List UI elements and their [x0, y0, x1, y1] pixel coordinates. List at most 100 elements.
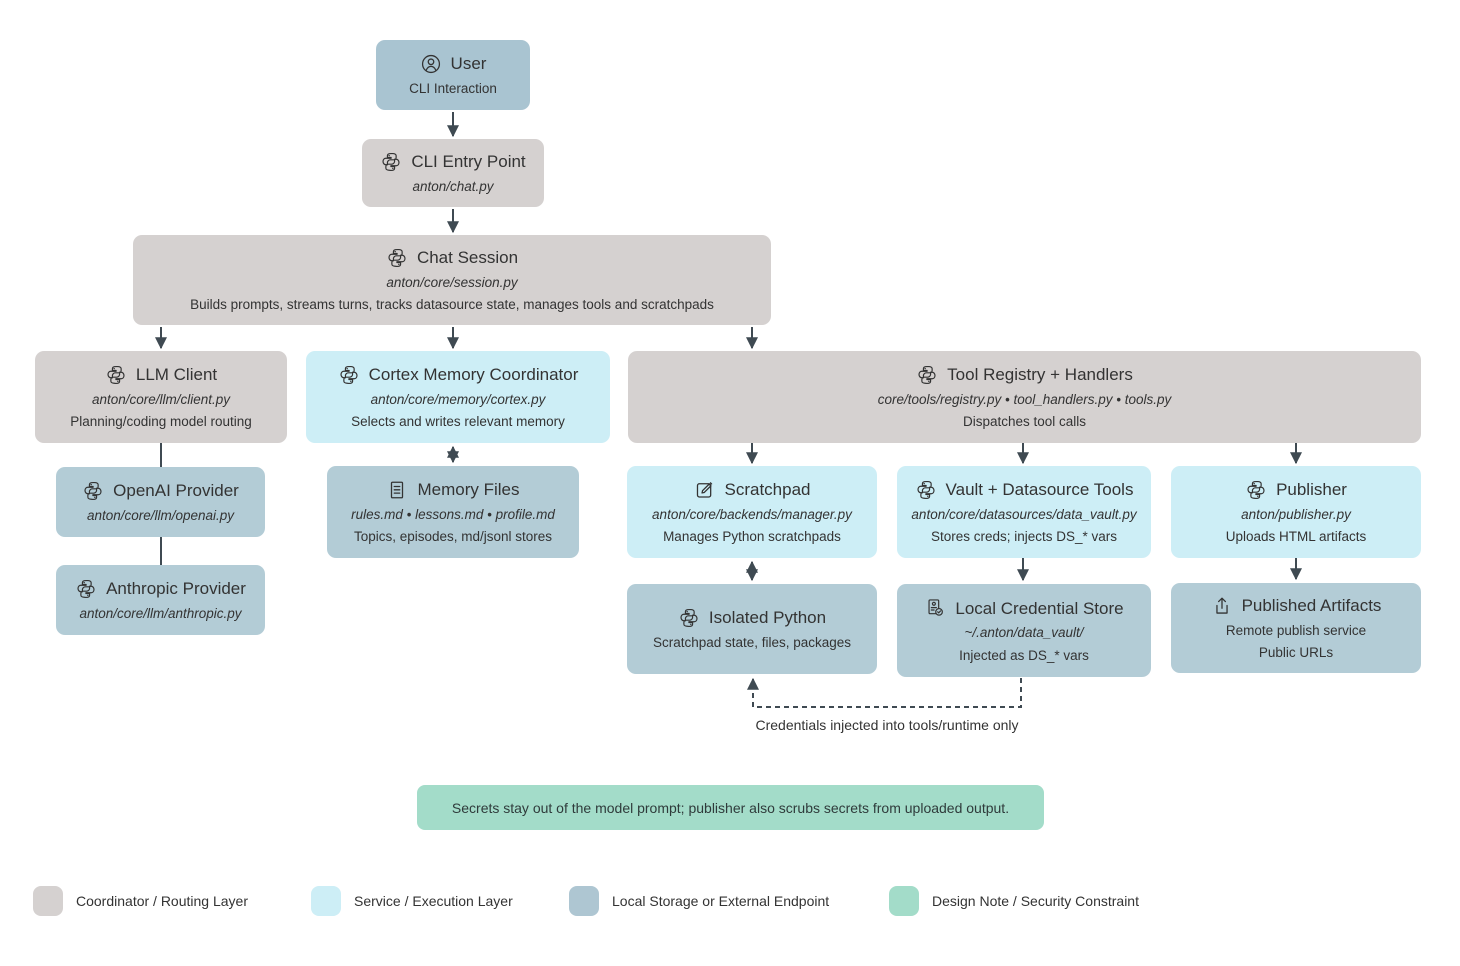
- node-title: Publisher: [1276, 480, 1347, 500]
- node-module-path: anton/core/llm/client.py: [91, 391, 231, 407]
- legend-label: Coordinator / Routing Layer: [76, 893, 248, 909]
- node-title: Local Credential Store: [955, 598, 1124, 618]
- legend-label: Local Storage or External Endpoint: [612, 893, 830, 909]
- node-registry-title-row: Tool Registry + Handlers: [916, 364, 1133, 386]
- node-title: Published Artifacts: [1241, 596, 1382, 616]
- security-note: Secrets stay out of the model prompt; pu…: [417, 785, 1044, 830]
- node-title: CLI Entry Point: [411, 152, 526, 172]
- node-module-path: anton/core/session.py: [386, 274, 518, 290]
- node-module-path: anton/core/llm/openai.py: [86, 507, 235, 523]
- id-badge-check-icon: [924, 597, 946, 619]
- node-title: Isolated Python: [708, 608, 827, 628]
- python-icon: [1245, 479, 1267, 501]
- node-description: Uploads HTML artifacts: [1225, 529, 1367, 544]
- node-scratchpad: Scratchpad anton/core/backends/manager.p…: [627, 466, 877, 558]
- python-icon: [380, 151, 402, 173]
- node-isolated-title-row: Isolated Python: [678, 607, 826, 629]
- python-icon: [338, 364, 360, 386]
- node-openai-title-row: OpenAI Provider: [82, 480, 239, 502]
- node-description: Manages Python scratchpads: [663, 529, 841, 544]
- python-icon: [678, 607, 700, 629]
- node-published-title-row: Published Artifacts: [1211, 595, 1382, 617]
- share-up-icon: [1211, 595, 1233, 617]
- node-memory-title-row: Memory Files: [386, 479, 520, 501]
- python-icon: [82, 480, 104, 502]
- legend-swatch-note: [889, 886, 919, 916]
- node-description: Builds prompts, streams turns, tracks da…: [190, 297, 714, 312]
- node-module-path: anton/core/memory/cortex.py: [370, 391, 546, 407]
- node-anthropic-provider: Anthropic Provider anton/core/llm/anthro…: [56, 565, 265, 635]
- node-chat-title-row: Chat Session: [386, 247, 518, 269]
- node-title: Tool Registry + Handlers: [947, 365, 1133, 385]
- node-title: Anthropic Provider: [106, 579, 246, 599]
- node-description: Planning/coding model routing: [70, 414, 252, 429]
- legend-swatch-storage: [569, 886, 599, 916]
- node-anthropic-title-row: Anthropic Provider: [75, 578, 246, 600]
- node-module-path: rules.md • lessons.md • profile.md: [351, 506, 555, 522]
- node-module-path: anton/core/datasources/data_vault.py: [911, 506, 1137, 522]
- node-module-path: anton/publisher.py: [1241, 506, 1351, 522]
- legend-label: Service / Execution Layer: [354, 893, 513, 909]
- node-user: User CLI Interaction: [376, 40, 530, 110]
- node-local-credential-store: Local Credential Store ~/.anton/data_vau…: [897, 584, 1151, 677]
- node-title: LLM Client: [135, 365, 218, 385]
- node-title: Scratchpad: [724, 480, 811, 500]
- node-title: Cortex Memory Coordinator: [368, 365, 579, 385]
- node-openai-provider: OpenAI Provider anton/core/llm/openai.py: [56, 467, 265, 537]
- node-llm-title-row: LLM Client: [105, 364, 217, 386]
- node-publisher: Publisher anton/publisher.py Uploads HTM…: [1171, 466, 1421, 558]
- node-isolated-python: Isolated Python Scratchpad state, files,…: [627, 584, 877, 674]
- legend-item-coordinator: Coordinator / Routing Layer: [33, 886, 248, 916]
- node-module-path: ~/.anton/data_vault/: [964, 625, 1084, 641]
- node-cortex-memory-coordinator: Cortex Memory Coordinator anton/core/mem…: [306, 351, 610, 443]
- node-description: Dispatches tool calls: [962, 414, 1087, 429]
- legend-swatch-service: [311, 886, 341, 916]
- python-icon: [386, 247, 408, 269]
- node-description: Remote publish service: [1225, 622, 1367, 638]
- node-cli-entry-point: CLI Entry Point anton/chat.py: [362, 139, 544, 207]
- node-module-path: anton/chat.py: [412, 178, 494, 194]
- node-description: Selects and writes relevant memory: [351, 414, 565, 429]
- node-module-path: core/tools/registry.py • tool_handlers.p…: [877, 391, 1172, 407]
- node-user-title-row: User: [420, 53, 487, 75]
- user-icon: [420, 53, 442, 75]
- node-module-path: anton/core/backends/manager.py: [652, 506, 852, 522]
- node-title: Chat Session: [416, 248, 519, 268]
- legend-item-storage: Local Storage or External Endpoint: [569, 886, 829, 916]
- legend-item-note: Design Note / Security Constraint: [889, 886, 1139, 916]
- node-chat-session: Chat Session anton/core/session.py Build…: [133, 235, 771, 325]
- node-credstore-title-row: Local Credential Store: [924, 597, 1124, 619]
- pencil-square-icon: [694, 479, 716, 501]
- note-icon: [386, 479, 408, 501]
- node-publisher-title-row: Publisher: [1245, 479, 1347, 501]
- node-description: Public URLs: [1258, 645, 1334, 660]
- legend: Coordinator / Routing Layer Service / Ex…: [0, 886, 1460, 920]
- node-cortex-title-row: Cortex Memory Coordinator: [338, 364, 579, 386]
- node-description: Topics, episodes, md/jsonl stores: [353, 529, 553, 544]
- credentials-edge-label: Credentials injected into tools/runtime …: [755, 717, 1019, 733]
- node-title: Vault + Datasource Tools: [945, 480, 1134, 500]
- node-published-artifacts: Published Artifacts Remote publish servi…: [1171, 583, 1421, 673]
- node-memory-files: Memory Files rules.md • lessons.md • pro…: [327, 466, 579, 558]
- node-vault-datasource-tools: Vault + Datasource Tools anton/core/data…: [897, 466, 1151, 558]
- python-icon: [915, 479, 937, 501]
- node-llm-client: LLM Client anton/core/llm/client.py Plan…: [35, 351, 287, 443]
- node-title: User: [450, 54, 487, 74]
- python-icon: [105, 364, 127, 386]
- node-scratchpad-title-row: Scratchpad: [694, 479, 811, 501]
- node-title: OpenAI Provider: [113, 481, 239, 501]
- node-cli-title-row: CLI Entry Point: [380, 151, 526, 173]
- node-description: Scratchpad state, files, packages: [652, 634, 852, 650]
- node-description: Injected as DS_* vars: [959, 647, 1089, 663]
- node-module-path: anton/core/llm/anthropic.py: [79, 605, 242, 621]
- node-description: Stores creds; injects DS_* vars: [930, 529, 1118, 544]
- node-vault-title-row: Vault + Datasource Tools: [915, 479, 1134, 501]
- legend-item-service: Service / Execution Layer: [311, 886, 513, 916]
- node-subtitle: CLI Interaction: [409, 80, 497, 96]
- python-icon: [916, 364, 938, 386]
- legend-label: Design Note / Security Constraint: [932, 893, 1139, 909]
- node-title: Memory Files: [417, 480, 520, 500]
- python-icon: [75, 578, 97, 600]
